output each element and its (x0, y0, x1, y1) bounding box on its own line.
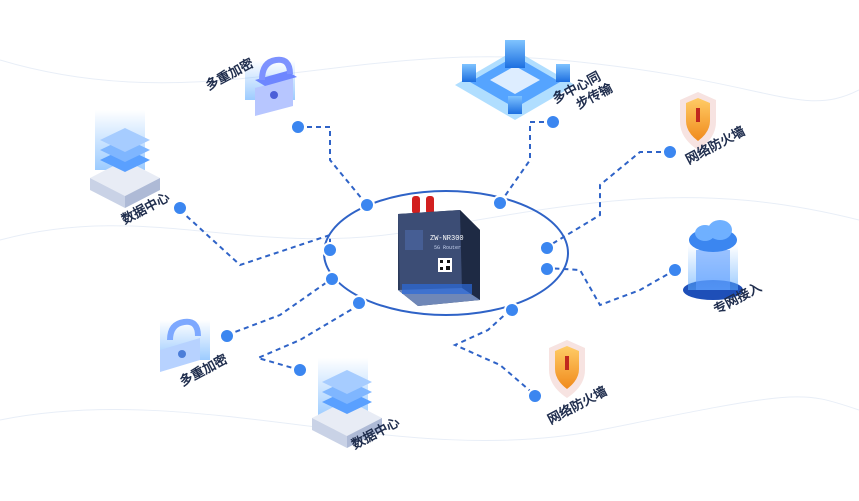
database-stack-icon (90, 110, 160, 208)
server-grid-icon (455, 40, 575, 120)
device-model-text: ZW-NR300 (430, 235, 464, 243)
database-stack-icon-2 (312, 358, 382, 448)
connector-dots (172, 114, 683, 404)
shield-icon (680, 92, 716, 150)
lock-icon (245, 56, 297, 116)
device-sub-text: 5G Router (434, 245, 461, 251)
connector-lines (179, 121, 676, 396)
shield-icon-2 (549, 340, 585, 398)
router-device: ZW-NR300 5G Router (398, 196, 480, 306)
cloud-tower-icon (683, 220, 743, 300)
lock-icon-2 (160, 318, 210, 372)
